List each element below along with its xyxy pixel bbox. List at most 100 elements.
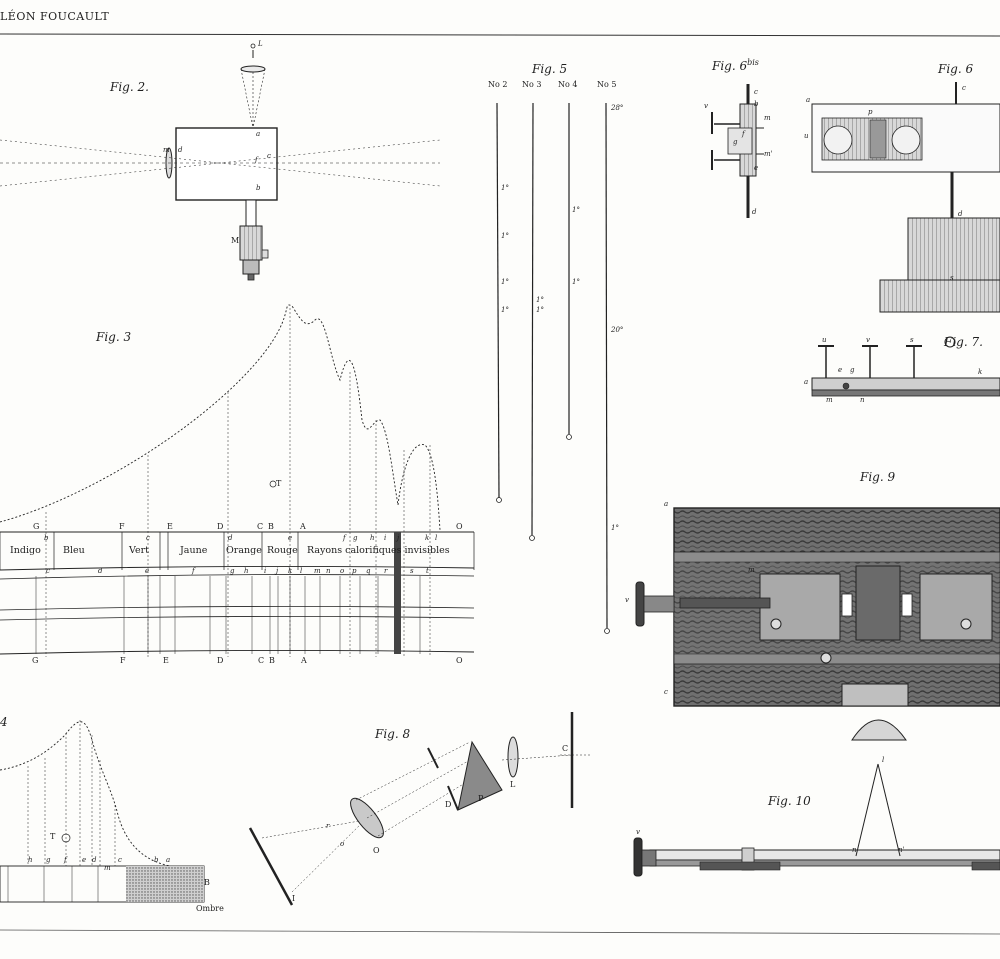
- fig3-top2-d: d: [228, 534, 233, 542]
- fig5-mark-20: 20°: [611, 326, 624, 334]
- fig5-mark-1e: 1°: [536, 296, 544, 304]
- fig6bis-label-c: c: [754, 88, 758, 96]
- fig6-label-s: s: [950, 274, 954, 282]
- fig8-title: Fig. 8: [375, 727, 411, 741]
- fig3-top2-b: b: [44, 534, 49, 542]
- fig7-label-n: n: [860, 396, 865, 404]
- fig3-top2-j: j: [397, 534, 400, 542]
- fig6bis-label-g: g: [733, 138, 738, 146]
- fig5-col-no2: No 2: [488, 80, 508, 89]
- fig5-title: Fig. 5: [532, 62, 568, 76]
- fig4-letter-c: c: [118, 856, 122, 864]
- fig3-title: Fig. 3: [96, 330, 132, 344]
- fig5-mark-1g: 1°: [572, 206, 580, 214]
- fig4-title: 4: [0, 715, 8, 729]
- fig4-letter-m: m: [104, 864, 111, 872]
- fig3-band-infrared: Rayons calorifiques invisibles: [307, 545, 450, 556]
- fig2-drawing: [0, 43, 441, 281]
- fig9-title: Fig. 9: [860, 470, 896, 484]
- fig5-col-no5: No 5: [597, 80, 617, 89]
- fig9-label-c: c: [664, 688, 668, 696]
- fig9-label-m: m: [748, 566, 755, 574]
- fig6-drawing: [811, 82, 1000, 313]
- fig8-label-D: D: [445, 800, 452, 809]
- fig7-label-s: s: [910, 336, 914, 344]
- fig2-label-L: L: [258, 40, 263, 48]
- fig3-band-rouge: Rouge: [267, 545, 298, 556]
- fig8-label-C: C: [562, 744, 569, 753]
- fig7-label-g: g: [850, 366, 855, 374]
- fig4-drawing: [0, 720, 205, 903]
- fig6-title: Fig. 6: [938, 62, 974, 76]
- fig10-drawing: [633, 763, 1000, 877]
- fig8-label-I: I: [292, 894, 296, 903]
- fig6bis-label-b: b: [754, 100, 759, 108]
- fig6bis-label-m2: m': [764, 150, 773, 158]
- fig7-label-k: k: [978, 368, 983, 376]
- fig3-scale-i: i: [264, 567, 267, 575]
- fig3-label-T: T: [276, 479, 282, 488]
- fig8-label-r: r: [326, 822, 330, 830]
- fig5-mark-1c: 1°: [501, 278, 509, 286]
- fig4-letter-b: b: [154, 856, 159, 864]
- fig3-top2-c: c: [146, 534, 150, 542]
- fig5-mark-28: 28°: [611, 104, 624, 112]
- fig6bis-label-v: v: [704, 102, 708, 110]
- fig3-top2-f: f: [343, 534, 346, 542]
- fig3-scale-j: j: [276, 567, 279, 575]
- fig3-top2-i: i: [384, 534, 387, 542]
- fig3-scale-d: d: [98, 567, 103, 575]
- fig3-scale-p: p: [352, 567, 357, 575]
- fig5-mark-1b: 1°: [501, 232, 509, 240]
- fig2-label-b: b: [256, 184, 261, 192]
- fig3-band-jaune: Jaune: [180, 545, 208, 556]
- fig5-mark-1a: 1°: [501, 184, 509, 192]
- fig3-bottom-A: A: [301, 656, 307, 665]
- fig3-band-orange: Orange: [226, 545, 262, 556]
- fig3-bottom-G: G: [32, 656, 39, 665]
- fig3-top2-k: k: [425, 534, 430, 542]
- fig2-label-f: f: [255, 156, 258, 164]
- fig5-col-no3: No 3: [522, 80, 542, 89]
- fig4-letter-a: a: [166, 856, 171, 864]
- fig3-top2-g: g: [353, 534, 358, 542]
- fig2-label-d: d: [178, 146, 183, 154]
- fig7-label-u: u: [822, 336, 827, 344]
- fig3-top-A: A: [300, 522, 306, 531]
- fig6bis-label-m: m: [764, 114, 771, 122]
- fig4-label-B: B: [204, 878, 210, 887]
- fig3-scale-k: k: [288, 567, 293, 575]
- fig2-label-M: M: [231, 236, 240, 245]
- fig3-bottom-C: C: [258, 656, 265, 665]
- fig5-col-no4: No 4: [558, 80, 578, 89]
- fig3-top2-l: l: [435, 534, 438, 542]
- fig2-label-a: a: [256, 130, 261, 138]
- fig4-letter-e: e: [82, 856, 87, 864]
- fig2-label-m: m: [163, 146, 170, 154]
- fig3-scale-o: o: [340, 567, 345, 575]
- fig3-top-E: E: [167, 522, 173, 531]
- fig3-drawing: [0, 304, 475, 657]
- fig3-bottom-B: B: [269, 656, 275, 665]
- fig4-letter-f: f: [64, 856, 67, 864]
- fig9-drawing: [635, 507, 1000, 741]
- fig3-scale-f: f: [192, 567, 195, 575]
- bottom-rule: [0, 929, 1000, 935]
- fig10-label-l: l: [882, 756, 885, 764]
- fig3-scale-l: l: [300, 567, 303, 575]
- fig8-label-O: O: [373, 846, 380, 855]
- fig3-top-O: O: [456, 522, 463, 531]
- fig3-scale-q: q: [366, 567, 371, 575]
- fig3-scale-g: g: [230, 567, 235, 575]
- fig6-label-d: d: [958, 210, 963, 218]
- fig7-title: Fig. 7.: [944, 335, 983, 349]
- fig3-top-B: B: [268, 522, 274, 531]
- fig8-label-o: o: [340, 840, 345, 848]
- fig4-letter-g: g: [46, 856, 51, 864]
- fig6-label-a: a: [806, 96, 811, 104]
- fig3-top-D: D: [217, 522, 224, 531]
- fig6bis-title-sup: bis: [747, 58, 759, 67]
- fig3-bottom-O: O: [456, 656, 463, 665]
- fig10-label-v: v: [636, 828, 640, 836]
